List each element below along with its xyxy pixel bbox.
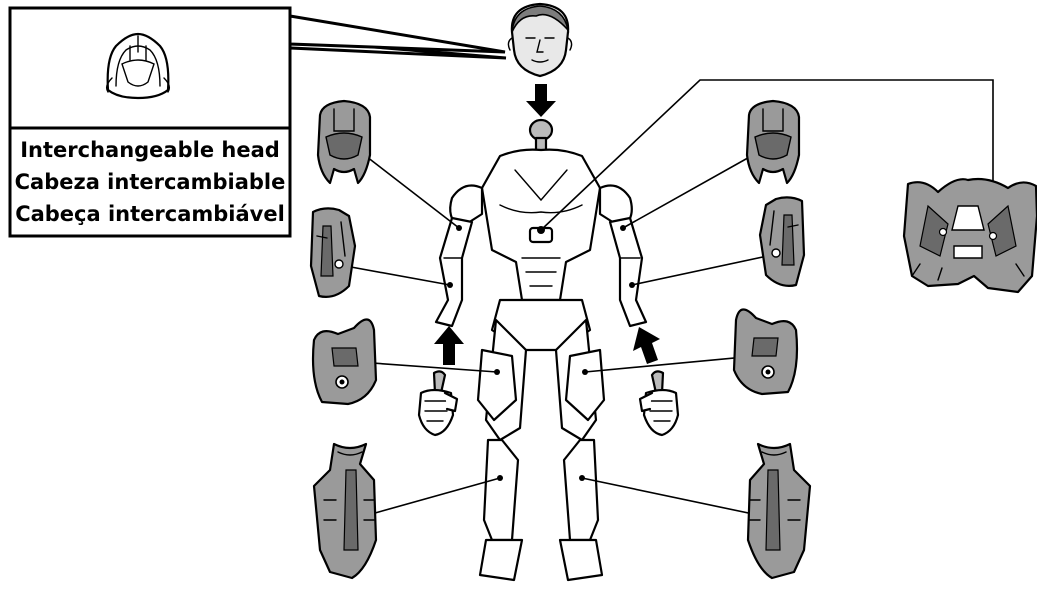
helmet-armor-right (747, 101, 799, 183)
thigh-armor-right (734, 309, 797, 394)
callout-line-en: Interchangeable head (20, 138, 280, 162)
chest-armor-piece (904, 179, 1037, 292)
action-figure (436, 120, 646, 580)
helmet-armor-left (318, 101, 370, 183)
arm-armor-right (760, 197, 804, 285)
head-sculpt-icon (508, 4, 571, 76)
hand-accessory-icon (640, 371, 678, 435)
arrow-up-icon (434, 326, 464, 365)
arrow-down-icon (526, 84, 556, 117)
arm-armor-left (311, 208, 355, 296)
shin-armor-left (314, 444, 376, 578)
callout-line-es: Cabeza intercambiable (15, 170, 286, 194)
arrow-up-icon (633, 327, 660, 364)
leader-lines (340, 80, 993, 520)
shin-armor-right (748, 444, 810, 578)
thigh-armor-left (313, 319, 376, 404)
callout-box: Interchangeable head Cabeza intercambiab… (10, 8, 506, 236)
hand-accessory-icon (419, 371, 457, 435)
callout-line-pt: Cabeça intercambiável (15, 202, 285, 226)
